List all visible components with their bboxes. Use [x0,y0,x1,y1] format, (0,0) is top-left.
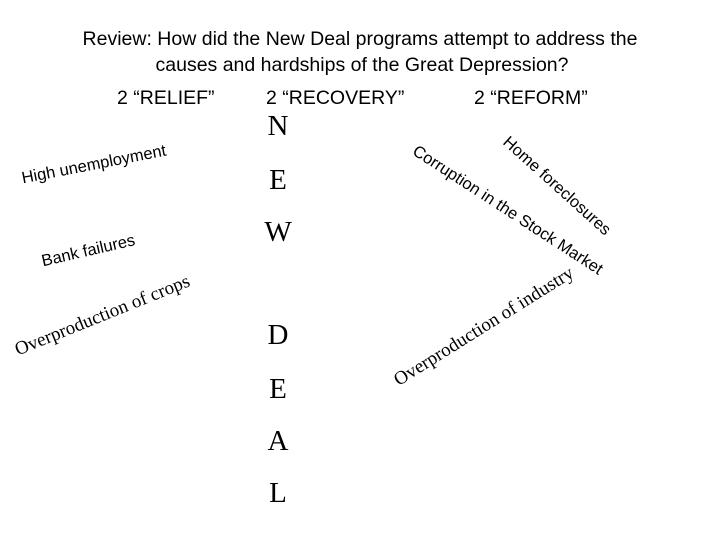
cause-bank-failures: Bank failures [39,231,137,271]
title-line-1: Review: How did the New Deal programs at… [82,28,638,50]
acrostic-letter-n: N [267,110,289,142]
category-row: 2 “RELIEF” 2 “RECOVERY” 2 “REFORM” [0,86,720,112]
acrostic-letter-e1: E [269,164,287,196]
cause-overproduction-of-crops: Overproduction of crops [11,270,193,361]
category-recovery: 2 “RECOVERY” [266,87,405,109]
slide-title: Review: How did the New Deal programs at… [0,26,720,78]
acrostic-letter-a: A [267,425,289,457]
acrostic-letter-d: D [267,319,289,351]
acrostic-letter-l: L [269,477,287,509]
title-line-2: causes and hardships of the Great Depres… [155,54,569,76]
acrostic-letter-e2: E [269,373,287,405]
cause-high-unemployment: High unemployment [20,141,168,188]
category-relief: 2 “RELIEF” [117,87,215,109]
category-reform: 2 “REFORM” [474,87,588,109]
acrostic-letter-w: W [264,216,292,248]
cause-overproduction-of-industry: Overproduction of industry [390,262,578,391]
